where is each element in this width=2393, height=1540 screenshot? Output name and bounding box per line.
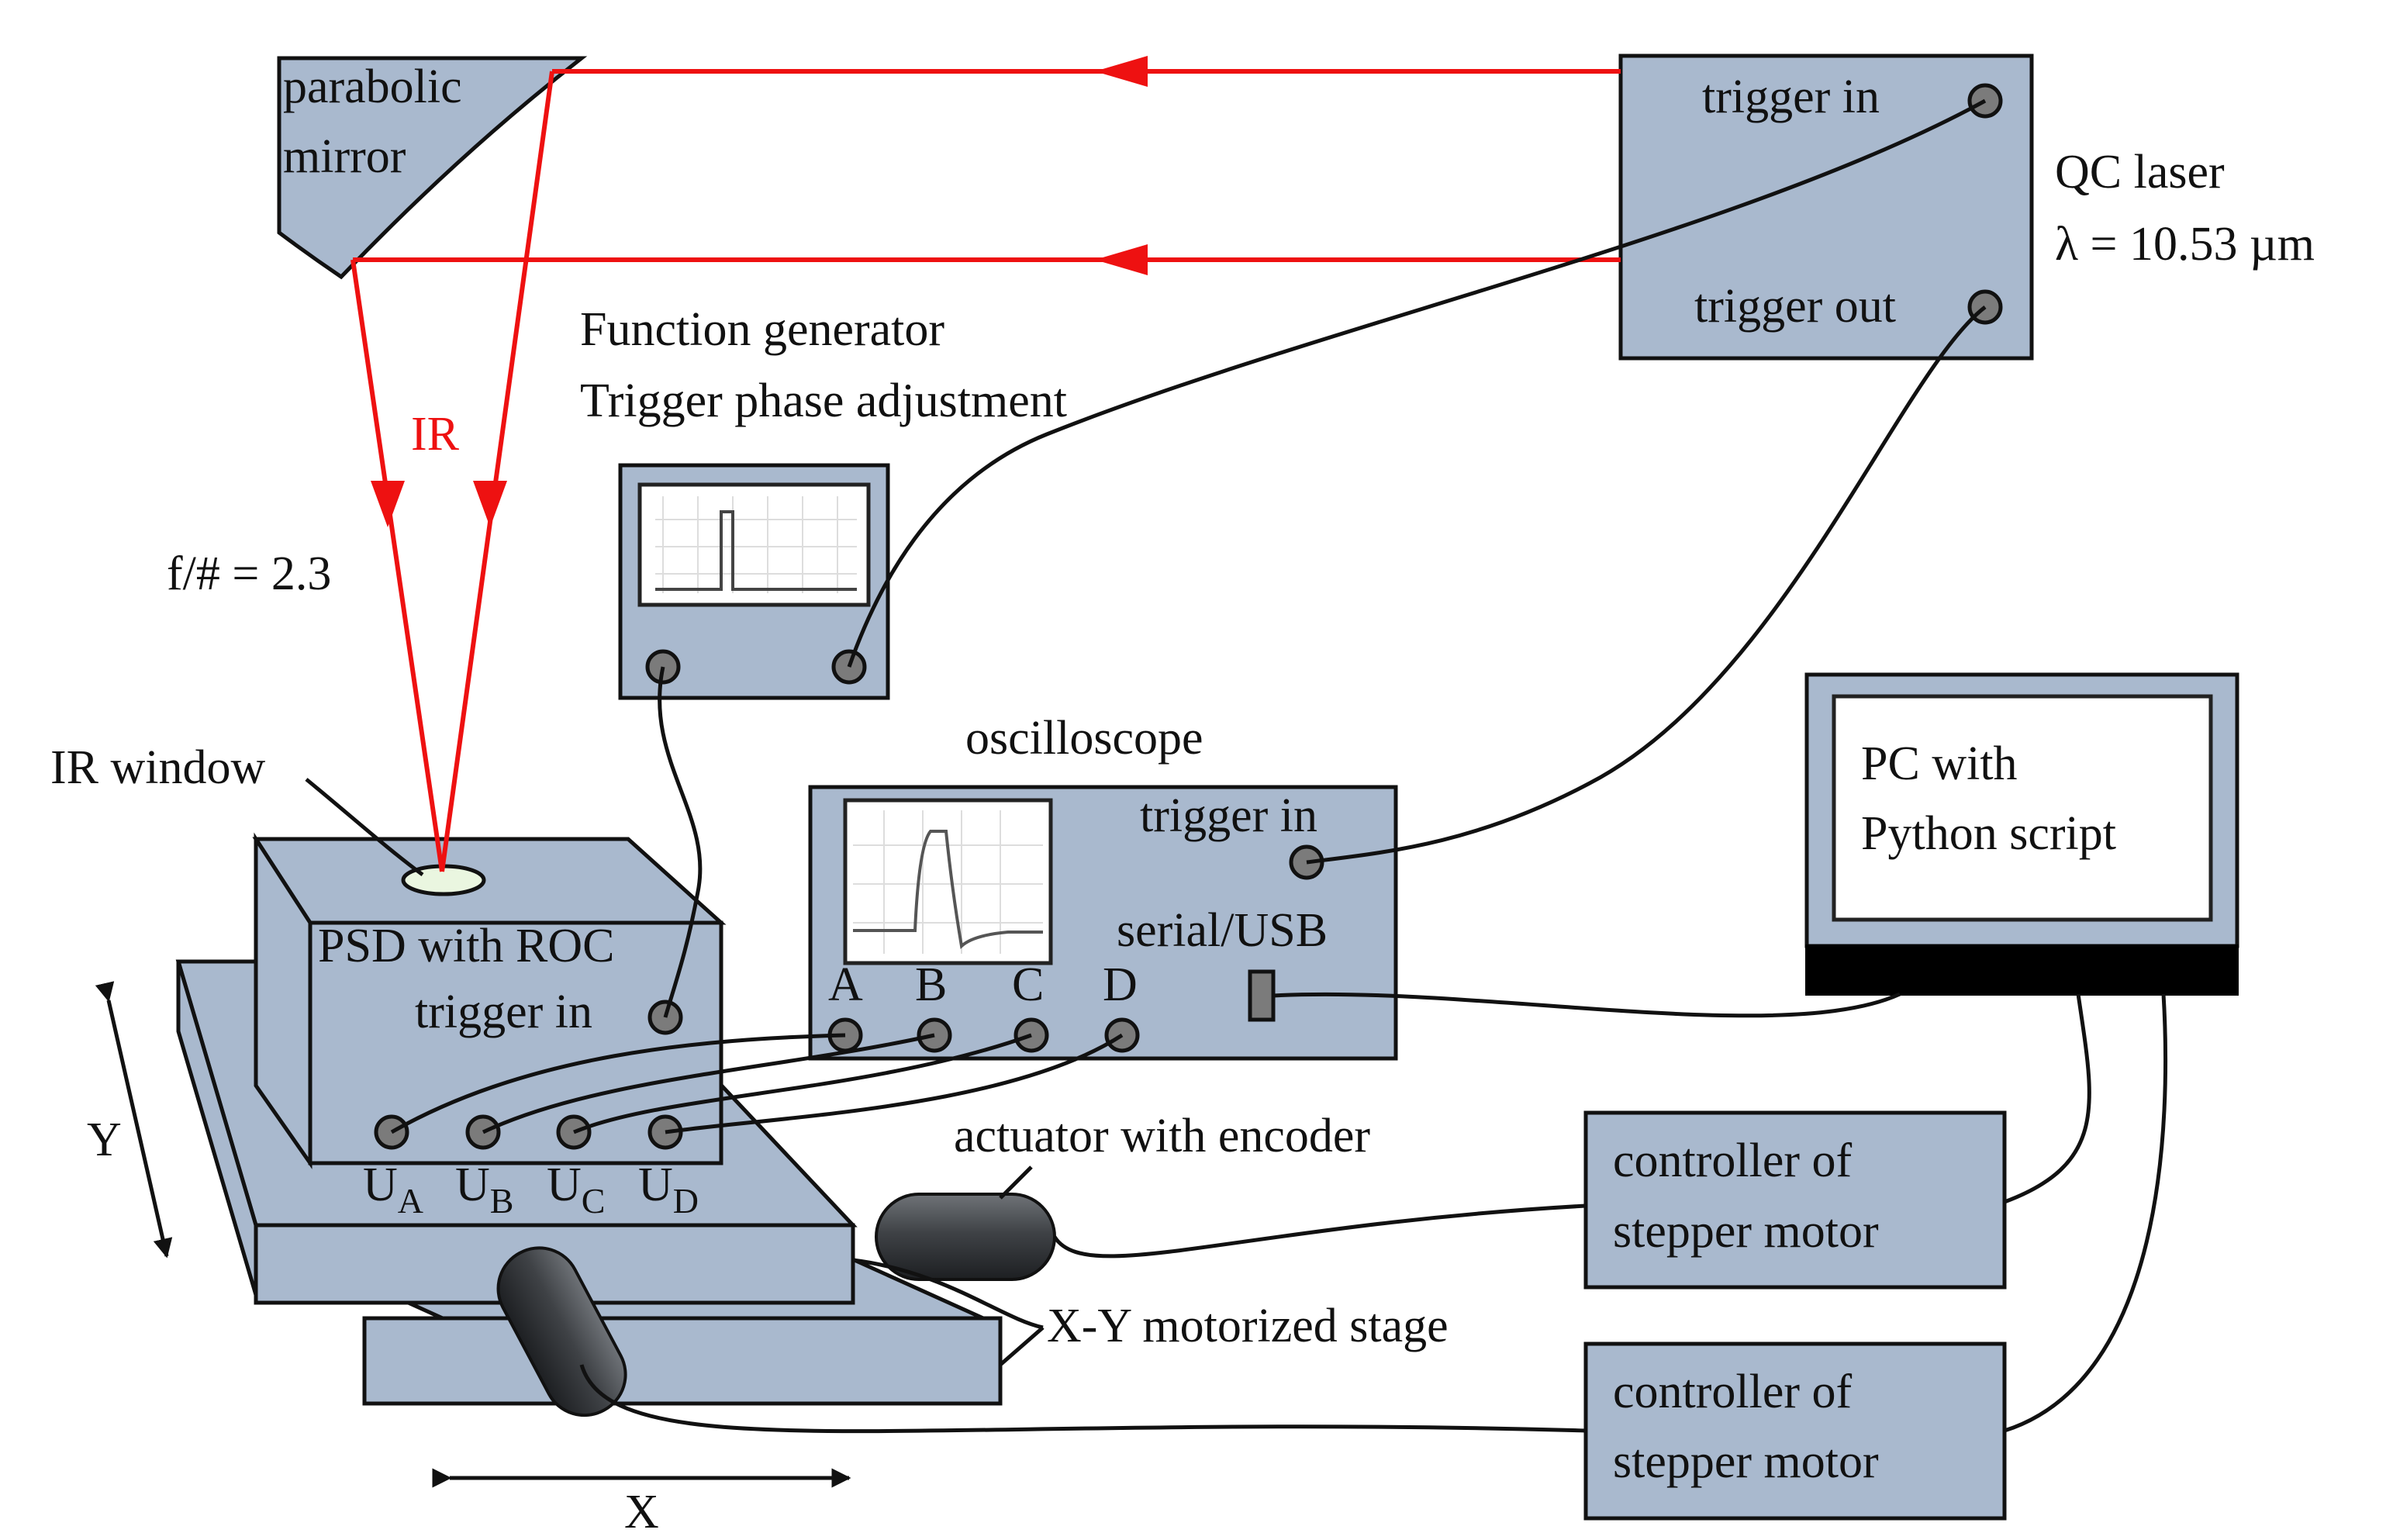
parabolic-mirror-shape [277, 56, 588, 280]
controller1-label-2: stepper motor [1613, 1205, 1879, 1258]
controller2-label-1: controller of [1613, 1366, 1853, 1418]
controller-box-1 [1583, 1110, 2007, 1290]
y-axis-label: Y [87, 1114, 122, 1166]
osc-trigger-in-label: trigger in [1140, 789, 1317, 842]
y-axis-arrow [95, 981, 173, 1259]
actuator-x [875, 1193, 1056, 1281]
wire-ub-b [482, 1033, 935, 1134]
leader-stage-lower [999, 1326, 1045, 1366]
leader-ir-window [305, 778, 424, 877]
x-axis-label: X [624, 1486, 659, 1538]
psd-trigger-in-label: trigger in [415, 986, 592, 1038]
osc-channel-d-label: D [1103, 958, 1138, 1011]
ir-label: IR [411, 408, 460, 461]
laser-trigger-in-label: trigger in [1702, 71, 1880, 123]
psd-title: PSD with ROC [318, 920, 614, 972]
pc-label-1: PC with [1861, 737, 2018, 790]
osc-channel-c-label: C [1012, 958, 1044, 1011]
oscilloscope-screen [843, 798, 1053, 965]
wire-pc-ctrl1 [2004, 993, 2091, 1204]
leader-actuator [999, 1165, 1033, 1200]
cables [305, 98, 2168, 1434]
ir-window-label: IR window [50, 741, 266, 794]
actuator-label: actuator with encoder [954, 1110, 1370, 1162]
oscilloscope-title: oscilloscope [965, 712, 1203, 765]
osc-serial-label: serial/USB [1117, 904, 1328, 957]
osc-pulse-trace [853, 830, 1043, 949]
stage-label: X-Y motorized stage [1047, 1300, 1449, 1352]
serial-usb-port[interactable] [1248, 969, 1276, 1022]
psd-output-uc-label: UC [547, 1158, 605, 1221]
pc-base [1805, 944, 2239, 996]
wire-laser-out-to-osc [1306, 306, 1987, 865]
leader-stage-upper [852, 1258, 1044, 1330]
fnumber-label: f/# = 2.3 [167, 547, 331, 600]
psd-output-ub-label: UB [455, 1158, 513, 1221]
mirror-label-1: parabolic [283, 60, 462, 113]
function-generator-label-1: Function generator [580, 303, 944, 356]
controller2-label-2: stepper motor [1613, 1435, 1879, 1488]
pc-screen [1832, 694, 2213, 922]
wire-fg-to-psd [658, 666, 703, 1018]
osc-channel-b-label: B [915, 958, 947, 1011]
wire-acty-ctrl2 [579, 1364, 1587, 1434]
psd-output-ud-label: UD [638, 1158, 699, 1221]
wire-uc-c [573, 1033, 1032, 1134]
laser-title: QC laser [2055, 146, 2225, 199]
stage-lower-face [362, 1316, 1003, 1406]
wire-usb-pc [1272, 992, 1901, 1018]
osc-channel-a-label: A [828, 958, 863, 1011]
wire-ua-a [390, 1033, 846, 1134]
ir-beams [350, 56, 1621, 872]
function-generator-screen [637, 482, 871, 607]
wire-pc-ctrl2 [2004, 993, 2168, 1433]
fg-pulse-trace [655, 510, 857, 591]
laser-wavelength: λ = 10.53 µm [2055, 218, 2315, 271]
xy-stage [175, 832, 1003, 1406]
wire-actx-ctrl1 [1052, 1203, 1587, 1259]
laser-trigger-out-label: trigger out [1694, 280, 1896, 333]
function-generator-label-2: Trigger phase adjustment [580, 375, 1067, 427]
qc-laser-box [1618, 54, 2034, 361]
pc-label-2: Python script [1861, 807, 2116, 860]
controller1-label-1: controller of [1613, 1134, 1853, 1187]
actuator-y [496, 1246, 627, 1417]
mirror-label-2: mirror [283, 130, 406, 183]
psd-output-ua-label: UA [363, 1158, 423, 1221]
wire-ud-d [665, 1033, 1124, 1134]
wire-laser-in-to-fg [847, 98, 1987, 668]
psd-top [252, 837, 727, 925]
controller-box-2 [1583, 1341, 2007, 1521]
